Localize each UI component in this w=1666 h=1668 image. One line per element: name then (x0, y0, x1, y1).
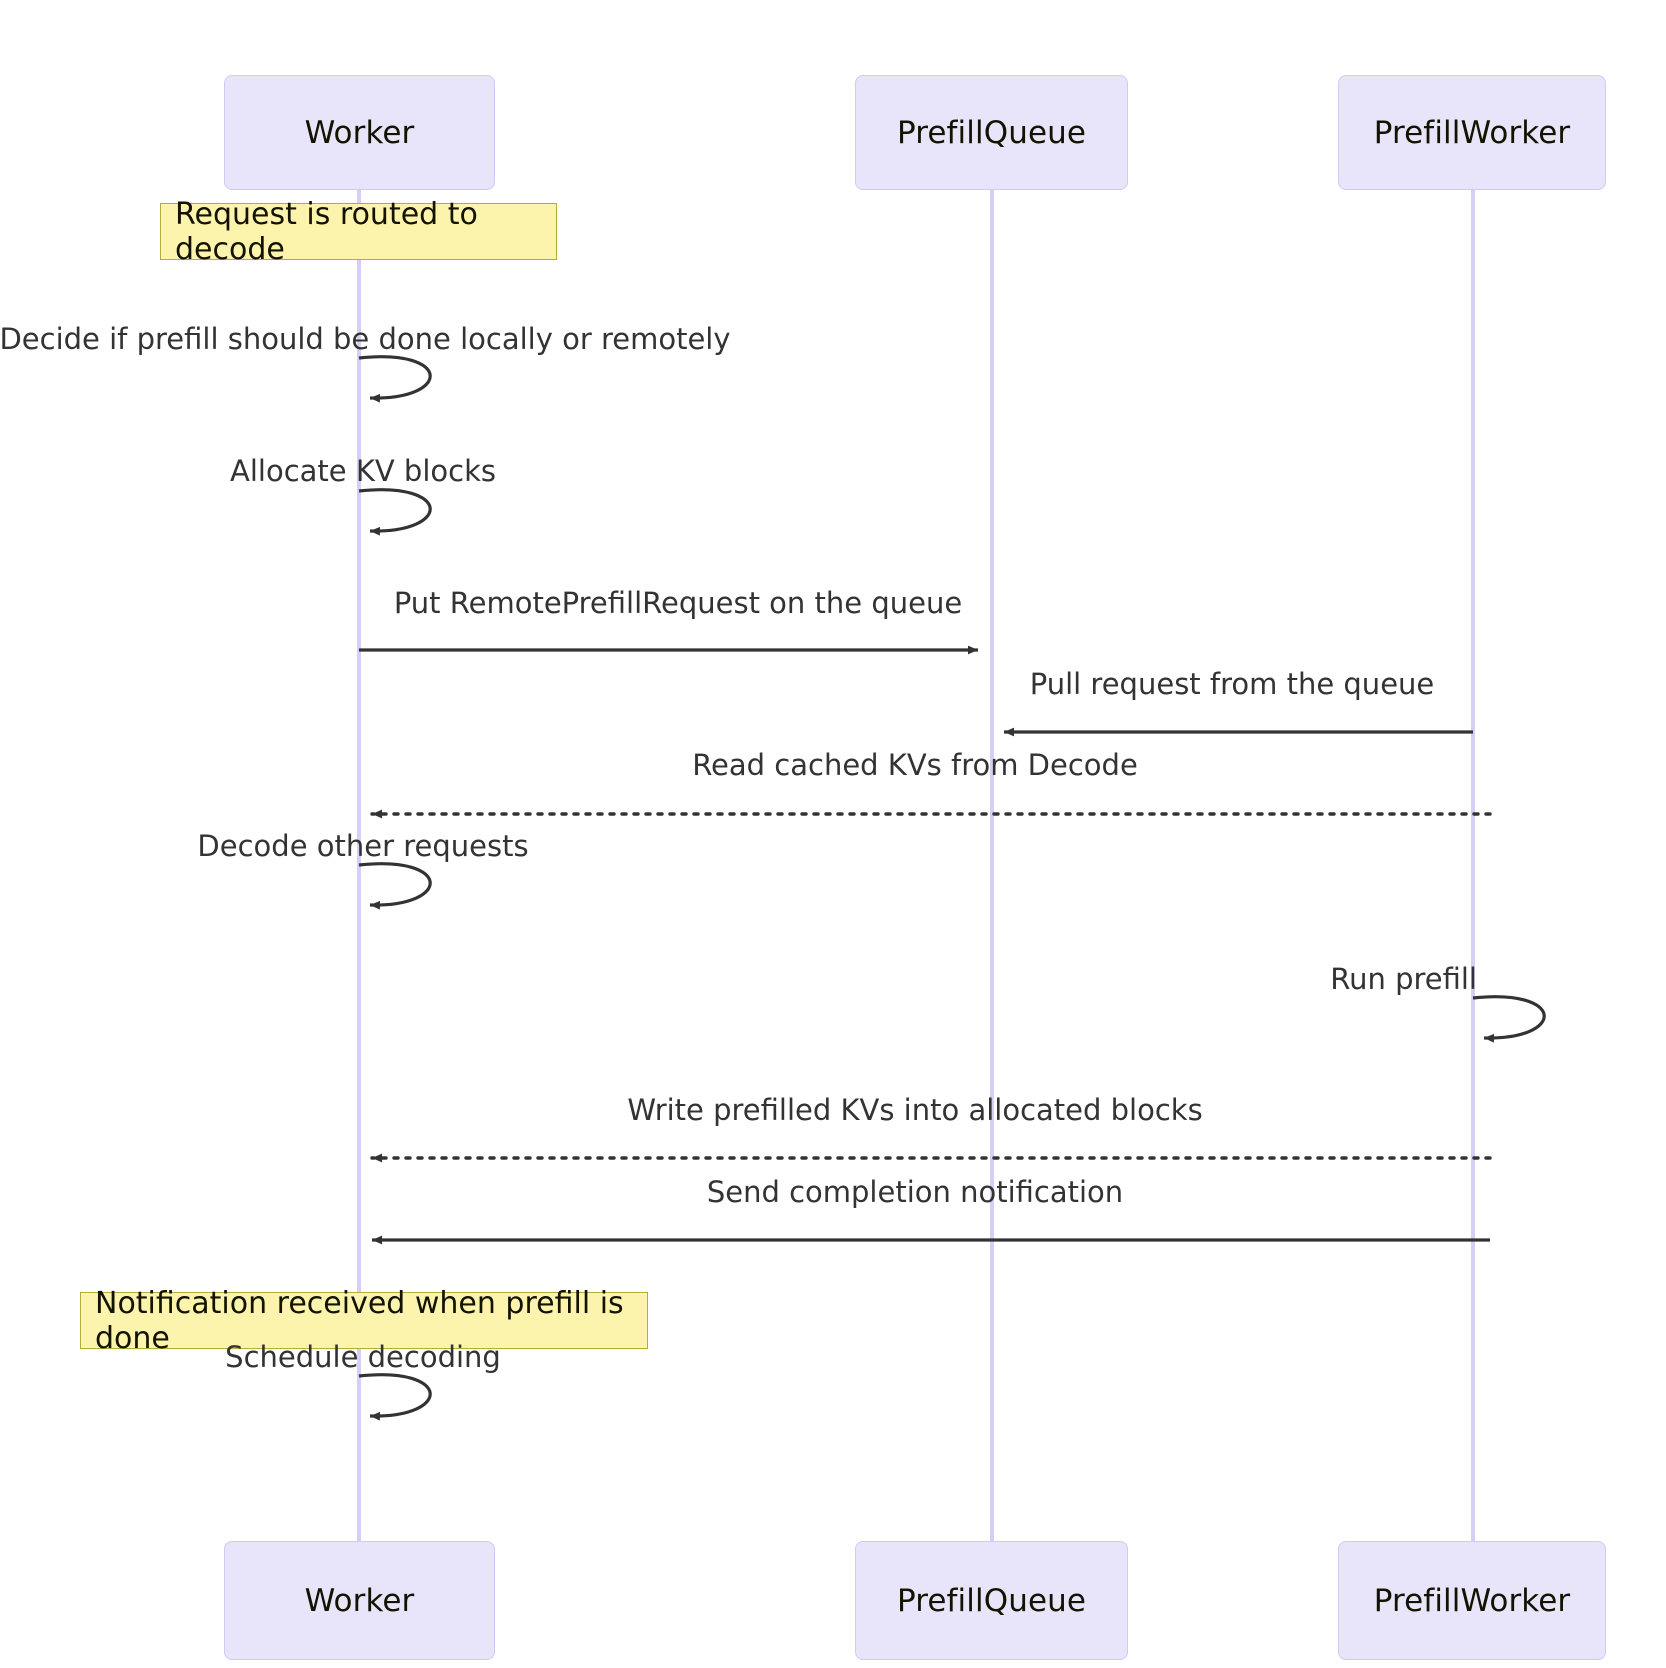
participant-label-worker-top: Worker (304, 114, 415, 151)
message-label-decode-other-requests: Decode other requests (197, 829, 529, 863)
note-request-routed-to-decode: Request is routed to decode (160, 197, 557, 267)
note-text-2: Notification received when prefill is do… (95, 1285, 624, 1356)
self-arrow-decide-prefill (358, 355, 432, 403)
self-arrow-decode-other-requests (358, 862, 432, 910)
self-arrow-run-prefill (1472, 995, 1546, 1043)
message-label-run-prefill: Run prefill (1330, 962, 1477, 996)
participant-box-prefillworker-top[interactable]: PrefillWorker (1338, 75, 1606, 190)
participant-box-prefillworker-bottom[interactable]: PrefillWorker (1338, 1541, 1606, 1660)
note-text-1: Request is routed to decode (175, 196, 478, 267)
self-arrow-schedule-decoding (358, 1373, 432, 1421)
message-label-pull-request: Pull request from the queue (1029, 667, 1435, 701)
participant-label-prefillqueue-bottom: PrefillQueue (896, 1582, 1087, 1619)
message-label-allocate-kv-blocks: Allocate KV blocks (230, 454, 496, 488)
participant-label-prefillworker-bottom: PrefillWorker (1373, 1582, 1571, 1619)
lifeline-prefillqueue (990, 190, 994, 1541)
message-label-read-cached-kvs: Read cached KVs from Decode (692, 748, 1138, 782)
participant-box-prefillqueue-top[interactable]: PrefillQueue (855, 75, 1128, 190)
self-arrow-allocate-kv-blocks (358, 488, 432, 536)
participant-label-prefillqueue-top: PrefillQueue (896, 114, 1087, 151)
message-label-send-completion-notification: Send completion notification (706, 1175, 1124, 1209)
note-notification-received: Notification received when prefill is do… (80, 1286, 648, 1356)
participant-box-worker-bottom[interactable]: Worker (224, 1541, 495, 1660)
participant-box-worker-top[interactable]: Worker (224, 75, 495, 190)
participant-label-prefillworker-top: PrefillWorker (1373, 114, 1571, 151)
message-label-write-prefilled-kvs: Write prefilled KVs into allocated block… (627, 1093, 1203, 1127)
lifeline-prefillworker (1471, 190, 1475, 1541)
participant-label-worker-bottom: Worker (304, 1582, 415, 1619)
message-label-schedule-decoding: Schedule decoding (225, 1340, 501, 1374)
message-label-put-remote-prefill-request: Put RemotePrefillRequest on the queue (393, 586, 963, 620)
participant-box-prefillqueue-bottom[interactable]: PrefillQueue (855, 1541, 1128, 1660)
message-label-decide-prefill: Decide if prefill should be done locally… (0, 322, 731, 356)
